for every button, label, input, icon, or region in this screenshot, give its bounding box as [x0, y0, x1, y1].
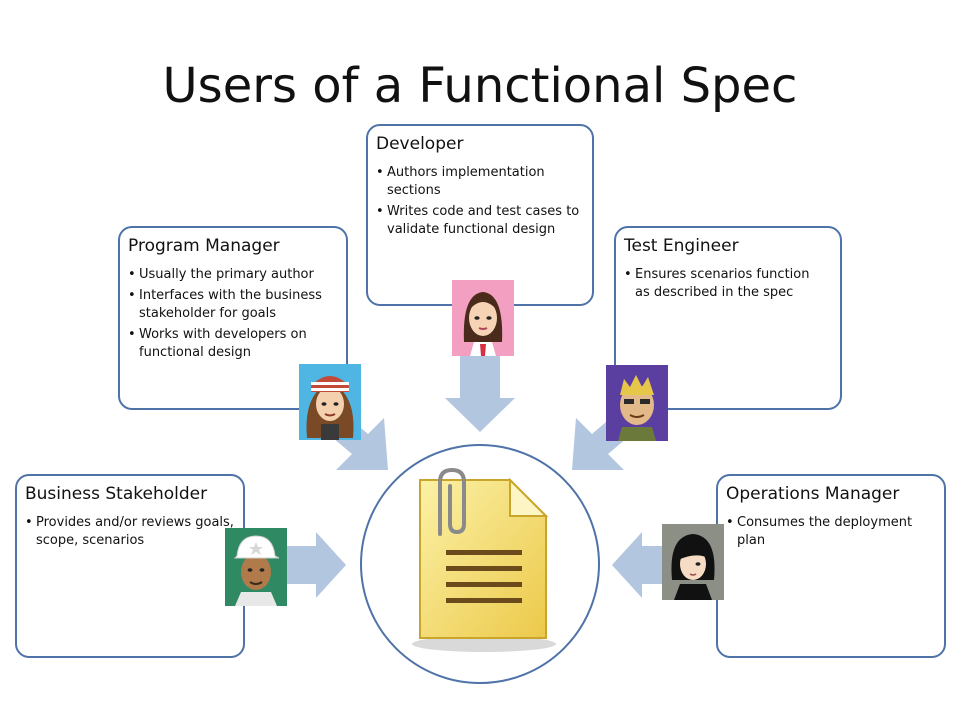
developer-avatar-icon: [452, 280, 514, 356]
developer-bullet: Writes code and test cases to validate f…: [376, 203, 584, 239]
operations-manager-bullet: Consumes the deployment plan: [726, 514, 936, 550]
developer-box: Developer Authors implementation section…: [366, 124, 594, 306]
program-manager-bullets: Usually the primary author Interfaces wi…: [128, 266, 338, 362]
operations-manager-title: Operations Manager: [726, 484, 900, 504]
test-engineer-title: Test Engineer: [624, 236, 739, 256]
business-stakeholder-avatar-icon: [225, 528, 287, 606]
operations-manager-box: Operations Manager Consumes the deployme…: [716, 474, 946, 658]
test-engineer-bullet: Ensures scenarios function as described …: [624, 266, 832, 302]
program-manager-bullet: Works with developers on functional desi…: [128, 326, 338, 362]
arrow-business-stakeholder: [286, 532, 346, 598]
arrow-developer: [445, 352, 515, 432]
business-stakeholder-title: Business Stakeholder: [25, 484, 208, 504]
program-manager-bullet: Interfaces with the business stakeholder…: [128, 287, 338, 323]
operations-manager-avatar-icon: [662, 524, 724, 600]
document-paperclip-icon: [412, 467, 556, 652]
program-manager-avatar-icon: [299, 364, 361, 440]
developer-bullet: Authors implementation sections: [376, 164, 584, 200]
test-engineer-bullets: Ensures scenarios function as described …: [624, 266, 832, 302]
test-engineer-avatar-icon: [606, 365, 668, 441]
program-manager-bullet: Usually the primary author: [128, 266, 338, 284]
developer-bullets: Authors implementation sections Writes c…: [376, 164, 584, 239]
arrow-operations-manager: [612, 532, 672, 598]
operations-manager-bullets: Consumes the deployment plan: [726, 514, 936, 550]
business-stakeholder-box: Business Stakeholder Provides and/or rev…: [15, 474, 245, 658]
business-stakeholder-bullet: Provides and/or reviews goals, scope, sc…: [25, 514, 235, 550]
business-stakeholder-bullets: Provides and/or reviews goals, scope, sc…: [25, 514, 235, 550]
developer-title: Developer: [376, 134, 464, 154]
program-manager-title: Program Manager: [128, 236, 280, 256]
slide-title: Users of a Functional Spec: [162, 58, 798, 114]
